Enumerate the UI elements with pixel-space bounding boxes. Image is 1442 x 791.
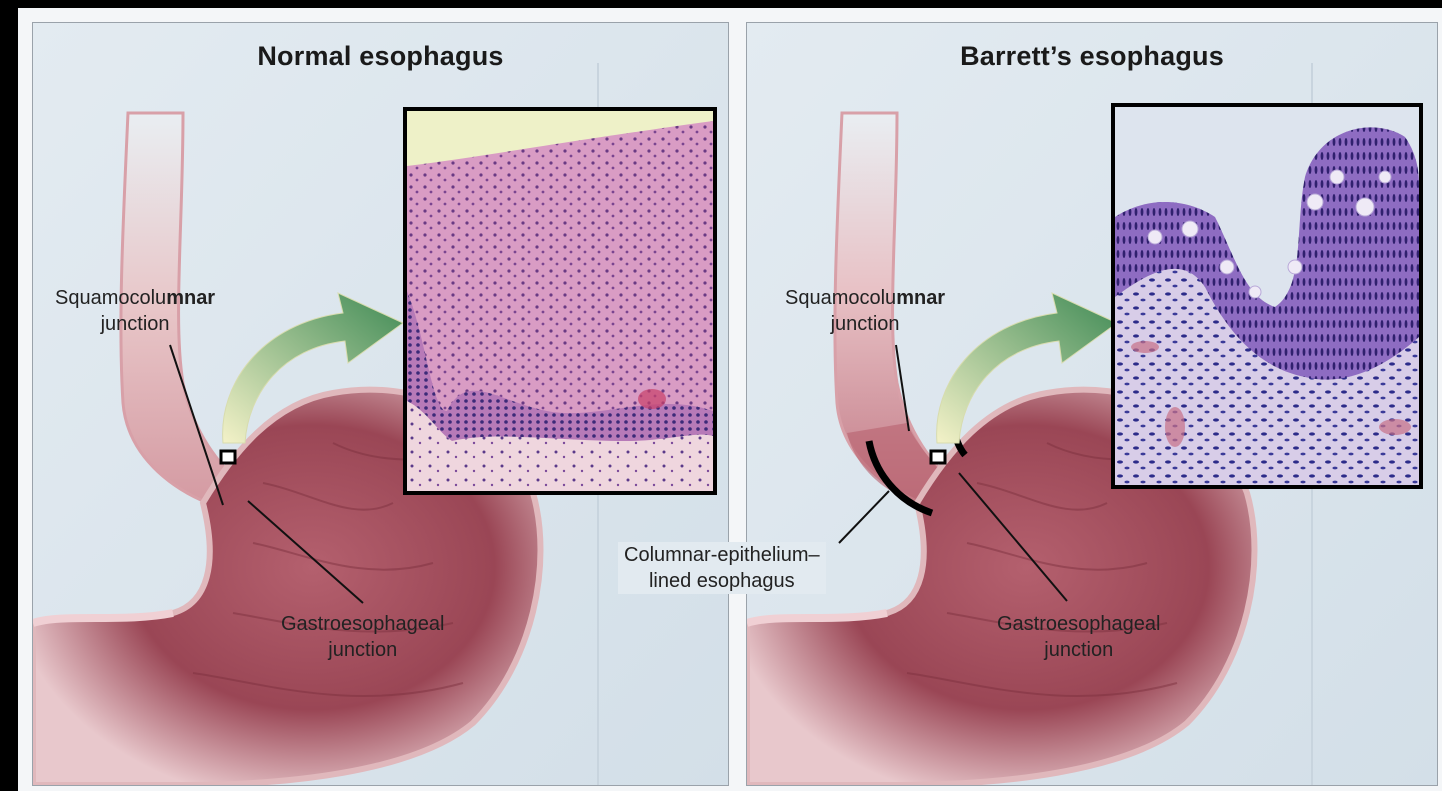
label-text: Columnar-epithelium–	[624, 542, 820, 568]
label-text: lined esophagus	[624, 568, 820, 594]
panel-normal-esophagus: Normal esophagus Squamocolumnar junction…	[32, 22, 729, 786]
squamocolumnar-junction-label: Squamocolumnar junction	[55, 285, 215, 337]
label-text: Gastroesophageal	[997, 611, 1160, 637]
normal-histology-inset	[403, 107, 717, 495]
squamous-epithelium-micrograph	[407, 111, 713, 491]
barretts-histology-inset	[1111, 103, 1423, 489]
squamocolumnar-junction-label: Squamocolumnar junction	[785, 285, 945, 337]
label-text: junction	[55, 311, 215, 337]
gastroesophageal-junction-label: Gastroesophageal junction	[997, 611, 1160, 663]
label-text-bold: mnar	[166, 287, 215, 309]
panel-title: Normal esophagus	[33, 41, 728, 72]
label-text: Squamocolu	[55, 287, 166, 309]
panel-barretts-esophagus: Barrett’s esophagus Squamocolumnar junct…	[746, 22, 1438, 786]
label-text: junction	[997, 637, 1160, 663]
panel-title: Barrett’s esophagus	[747, 41, 1437, 72]
columnar-epithelium-micrograph	[1115, 107, 1419, 485]
label-text: Gastroesophageal	[281, 611, 444, 637]
label-text: junction	[281, 637, 444, 663]
label-text: junction	[785, 311, 945, 337]
label-text-bold: mnar	[896, 287, 945, 309]
gastroesophageal-junction-label: Gastroesophageal junction	[281, 611, 444, 663]
figure-frame: Normal esophagus Squamocolumnar junction…	[18, 8, 1442, 791]
columnar-epithelium-lined-esophagus-caption: Columnar-epithelium– lined esophagus	[618, 542, 826, 594]
label-text: Squamocolu	[785, 287, 896, 309]
